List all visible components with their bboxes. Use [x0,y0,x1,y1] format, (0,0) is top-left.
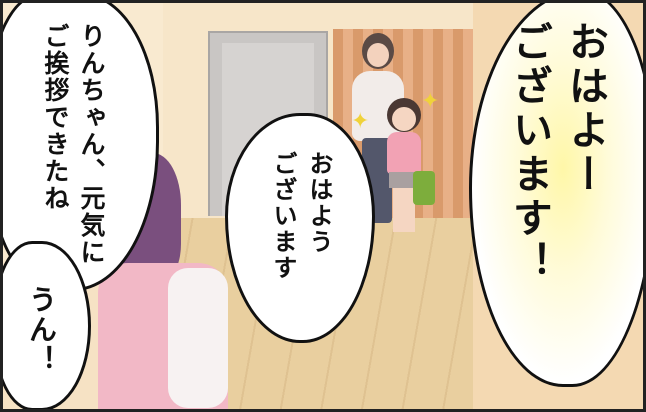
mother-face [367,43,389,67]
girl-shirt [387,132,421,174]
speech-bubble-small [3,241,91,409]
speech-middle-line-1: おはよう [305,151,333,255]
teacher-sleeve [168,268,228,408]
speech-small-text: うん！ [25,285,58,375]
speech-left-line-2: ご挨拶できたね [41,23,70,212]
sparkle-icon: ✦ [351,109,370,134]
girl-face [392,107,416,131]
speech-bubble-right [469,3,643,387]
speech-right-line-1: おはよー [562,21,608,197]
speech-right-line-2: ございます！ [506,21,552,285]
girl-shorts [389,172,419,188]
speech-middle-text: おはよう ございます [265,151,337,321]
speech-right-text: おはよー ございます！ [501,21,613,381]
speech-left-text: りんちゃん、元気に ご挨拶できたね [37,23,109,283]
speech-left-line-1: りんちゃん、元気に [77,23,106,266]
girl-figure [381,98,427,238]
girl-legs [393,188,415,232]
speech-middle-line-2: ございます [269,151,297,281]
speech-bubble-middle [225,113,375,343]
green-bag [413,171,435,205]
sparkle-icon: ✦ [421,89,440,114]
